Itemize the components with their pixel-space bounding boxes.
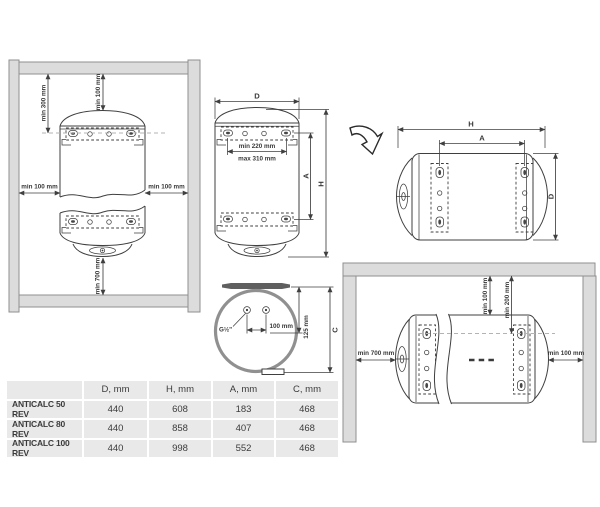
- value-d: 440: [84, 400, 147, 418]
- spec-table: D, mm H, mm A, mm C, mm ANTICALC 50 REV …: [7, 381, 338, 458]
- min-700-label: min 700 mm: [95, 257, 102, 294]
- bracket-span-label: A: [479, 134, 485, 143]
- min-100-top-label: min 100 mm: [95, 73, 102, 110]
- front-view-diagram: D min 220 mm max 310 mm A H: [214, 92, 329, 258]
- offset-label: 125 mm: [303, 315, 310, 339]
- wall-right: [187, 59, 201, 313]
- body-break-upper: [59, 189, 146, 199]
- heater-horizontal: [395, 153, 549, 241]
- table-header-d: D, mm: [84, 381, 147, 399]
- heater-front: [214, 106, 300, 258]
- min-300-label: min 300 mm: [41, 84, 48, 121]
- value-c: 468: [276, 439, 338, 457]
- bottom-view-diagram: G½" 100 mm 125 mm C: [213, 283, 340, 375]
- horizontal-view-diagram: H A D: [349, 120, 559, 241]
- min-100-top-label: min 100 mm: [482, 277, 489, 314]
- mounting-bracket-bottom: [216, 212, 298, 232]
- thread-size-label: G½": [219, 326, 232, 334]
- rotate-arrow-icon: [349, 125, 384, 156]
- mounting-bracket-left: [430, 163, 449, 233]
- bracket-span-label: A: [302, 173, 311, 179]
- wall-top: [342, 262, 596, 277]
- table-header-c: C, mm: [276, 381, 338, 399]
- table-header-model: [7, 381, 82, 399]
- table-header-h: H, mm: [149, 381, 211, 399]
- value-h: 858: [149, 420, 211, 438]
- value-d: 440: [84, 420, 147, 438]
- min-100-right-label: min 100 mm: [548, 350, 585, 357]
- mounting-bracket-right: [515, 163, 534, 233]
- wall-bracket-edge: [222, 283, 290, 289]
- table-header-a: A, mm: [213, 381, 274, 399]
- mounting-bracket-top: [216, 126, 298, 146]
- mounting-bracket-left: [418, 324, 436, 395]
- min-100-left-label: min 100 mm: [21, 184, 58, 191]
- drain-fitting: [243, 246, 271, 255]
- wall-right: [582, 275, 597, 443]
- height-label: H: [317, 181, 326, 186]
- pipe-connection-right: [262, 306, 270, 314]
- value-a: 183: [213, 400, 274, 418]
- value-c: 468: [276, 400, 338, 418]
- wall-left: [342, 275, 357, 443]
- diameter-label: D: [254, 92, 260, 101]
- cover-tab: [261, 368, 285, 375]
- mounting-bracket-right: [513, 324, 531, 395]
- model-name: ANTICALC 100 REV: [7, 438, 82, 458]
- drain-fitting: [89, 246, 116, 255]
- min-200-top-label: min 200 mm: [504, 281, 511, 318]
- length-label: H: [468, 120, 473, 129]
- wall-left: [8, 59, 20, 313]
- wall-top: [18, 61, 189, 75]
- wall-bottom: [18, 294, 189, 308]
- min-700-left-label: min 700 mm: [358, 350, 395, 357]
- value-a: 552: [213, 439, 274, 457]
- body-break: [434, 314, 452, 404]
- value-h: 608: [149, 400, 211, 418]
- model-name: ANTICALC 80 REV: [7, 419, 82, 439]
- vertical-install-diagram: min 300 mm min 100 mm min 100 mm min 100…: [8, 59, 201, 313]
- value-a: 407: [213, 420, 274, 438]
- bracket-max-label: max 310 mm: [238, 156, 276, 163]
- value-d: 440: [84, 439, 147, 457]
- bracket-min-label: min 220 mm: [239, 143, 276, 150]
- depth-label: C: [331, 327, 340, 333]
- horizontal-install-diagram: min 100 mm min 200 mm min 700 mm min 100…: [342, 262, 597, 443]
- mounting-bracket-top: [61, 127, 144, 146]
- value-h: 998: [149, 439, 211, 457]
- pipe-spacing-label: 100 mm: [270, 323, 294, 330]
- diameter-label: D: [547, 193, 556, 199]
- mounting-bracket-bottom: [61, 215, 144, 234]
- pipe-connection-left: [243, 306, 251, 314]
- min-100-right-label: min 100 mm: [148, 184, 185, 191]
- model-name: ANTICALC 50 REV: [7, 399, 82, 419]
- value-c: 468: [276, 420, 338, 438]
- body-break-lower: [59, 205, 146, 215]
- heater-horizontal: [394, 313, 555, 405]
